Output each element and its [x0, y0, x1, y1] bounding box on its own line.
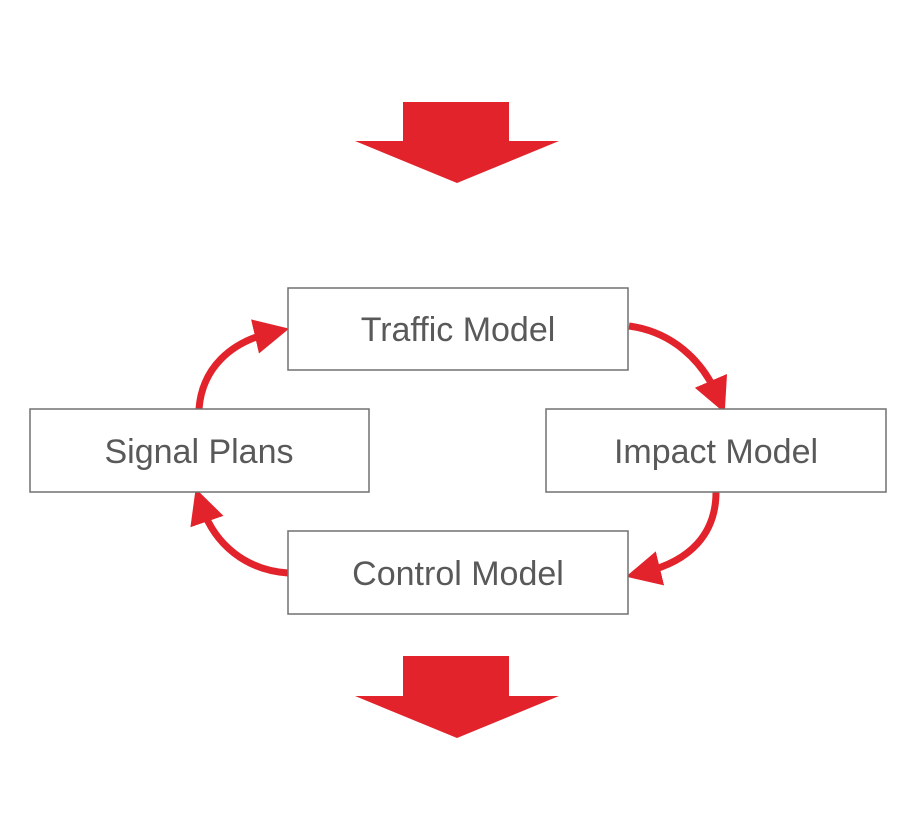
node-label-signal-plans: Signal Plans: [104, 433, 293, 471]
arrow-impact-to-control: [625, 491, 720, 586]
node-label-impact-model: Impact Model: [614, 433, 818, 471]
node-label-traffic-model: Traffic Model: [361, 311, 556, 349]
arrow-traffic-to-impact: [628, 322, 728, 414]
arrow-down-icon: [355, 656, 559, 738]
node-impact-model: Impact Model: [545, 408, 887, 493]
node-traffic-model: Traffic Model: [287, 287, 629, 371]
node-control-model: Control Model: [287, 530, 629, 615]
arrow-signal-to-traffic: [195, 319, 290, 410]
node-signal-plans: Signal Plans: [29, 408, 370, 493]
arrow-control-to-signal: [190, 488, 289, 577]
node-label-control-model: Control Model: [352, 555, 564, 593]
arrow-down-icon: [355, 102, 559, 183]
